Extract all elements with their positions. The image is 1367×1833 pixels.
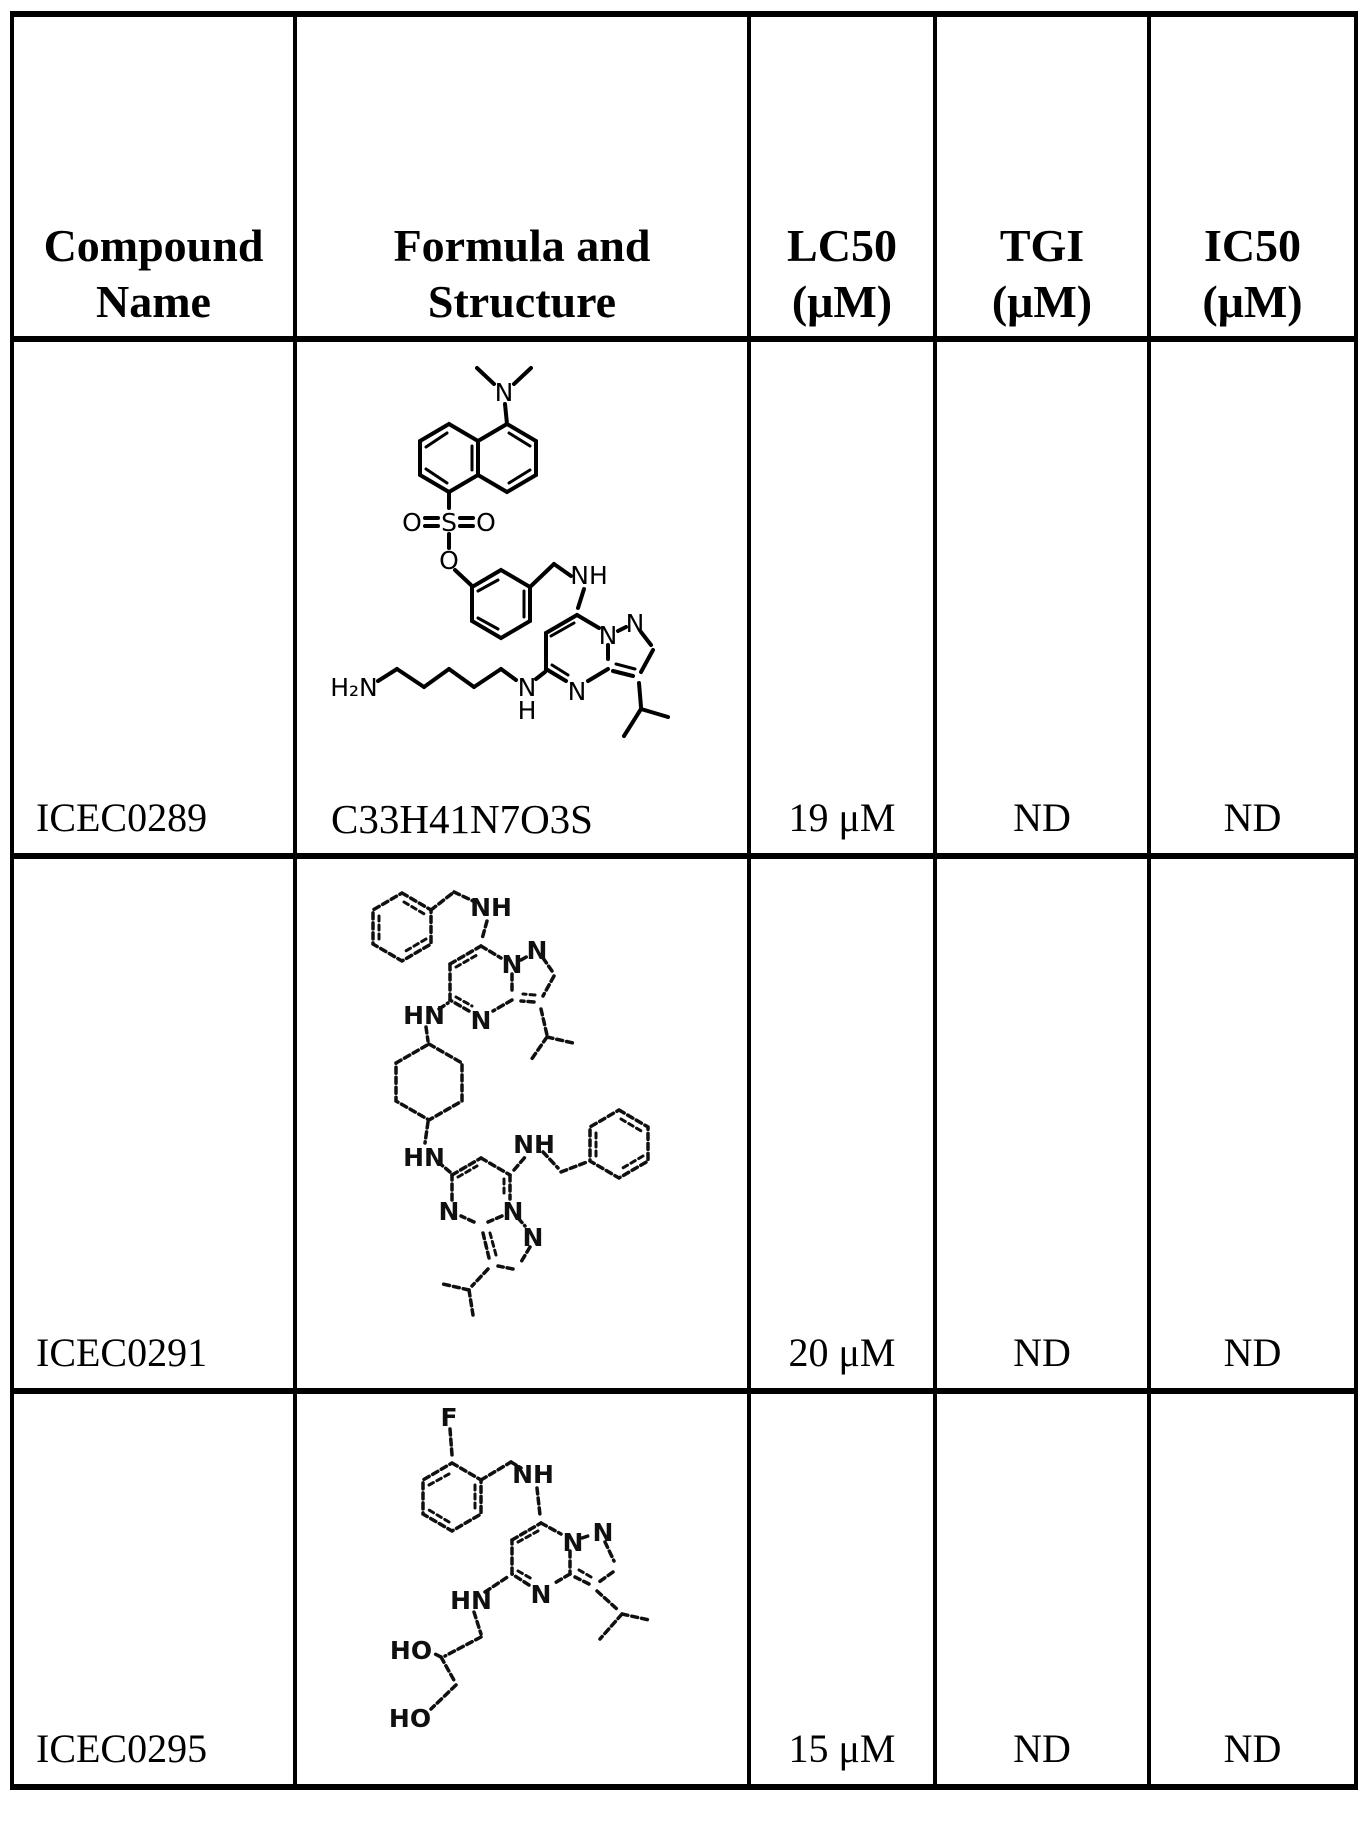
header-tgi: TGI (μM) [933,11,1151,342]
compound-activity-table: Compound Name Formula and Structure LC50… [10,11,1358,1790]
lc50-value: 20 μM [747,853,937,1394]
chemical-structure-icec0295: F NH N N N HN HO HO [389,1403,651,1733]
atom-label: F [440,1403,457,1432]
atom-label: N [439,1197,460,1226]
structure-cell: F NH N N N HN HO HO [293,1388,751,1790]
atom-label: N [471,1006,492,1035]
header-ic50: IC50 (μM) [1147,11,1358,342]
atom-label: NH [512,1460,554,1489]
atom-label: N [495,378,514,407]
header-line: Name [96,275,211,327]
ic50-value: ND [1147,1388,1358,1790]
header-compound-name: Compound Name [10,11,297,342]
lc50-value: 19 μM [747,336,937,859]
header-lc50: LC50 (μM) [747,11,937,342]
atom-label: N [503,1197,524,1226]
atom-label: N [563,1528,584,1557]
atom-label: HO [389,1704,431,1733]
atom-label: N [518,673,537,702]
atom-label: NH [513,1130,555,1159]
header-line: TGI [999,219,1085,271]
atom-label: N [502,950,523,979]
atom-labels: NH N N N HN HN N N N NH [403,893,555,1252]
header-row: Compound Name Formula and Structure LC50… [10,11,1358,342]
table-row: ICEC0295 [10,1388,1358,1790]
atom-label: HN [450,1586,492,1615]
header-line: IC50 [1203,219,1302,271]
compound-name: ICEC0289 [10,336,297,859]
atom-label: S [441,508,457,537]
header-line: (μM) [991,275,1093,327]
header-line: (μM) [791,275,893,327]
atom-label: O [439,546,459,575]
structure-cell: N S O O O NH N N N H₂N N H C33H41N7O3S [293,336,751,859]
atom-label: HN [403,1143,445,1172]
compound-name: ICEC0295 [10,1388,297,1790]
atom-label: N [568,677,587,706]
chemical-structure-icec0289: N S O O O NH N N N H₂N N H [330,366,670,738]
atom-label: N [626,609,645,638]
atom-label: N [531,1580,552,1609]
tgi-value: ND [933,1388,1151,1790]
lc50-value: 15 μM [747,1388,937,1790]
chemical-formula: C33H41N7O3S [331,796,593,842]
atom-label: N [599,621,618,650]
table-row: ICEC0291 [10,853,1358,1394]
tgi-value: ND [933,853,1151,1394]
atom-label: HN [403,1001,445,1030]
atom-label: H [518,696,537,725]
chemical-structure-icec0291: NH N N N HN HN N N N NH [371,890,650,1317]
atom-label: HO [390,1636,432,1665]
ic50-value: ND [1147,853,1358,1394]
header-line: Compound [43,219,264,271]
atom-labels: F NH N N N HN HO HO [389,1403,614,1733]
compound-name: ICEC0291 [10,853,297,1394]
atom-label: NH [470,893,512,922]
atom-label: O [402,508,422,537]
bond-lines [371,890,650,1317]
ic50-value: ND [1147,336,1358,859]
header-line: (μM) [1202,275,1303,327]
header-line: Structure [427,275,617,327]
header-line: Formula and [393,219,651,271]
atom-label: O [476,508,496,537]
structure-cell: NH N N N HN HN N N N NH [293,853,751,1394]
atom-label: H₂N [330,673,378,702]
bond-lines [376,366,670,738]
atom-labels: N S O O O NH N N N H₂N N H [330,378,644,725]
tgi-value: ND [933,336,1151,859]
atom-label: N [527,936,548,965]
header-line: LC50 [787,219,897,271]
atom-label: N [593,1518,614,1547]
bond-lines [421,1427,651,1711]
table-row: ICEC0289 [10,336,1358,859]
header-formula-structure: Formula and Structure [293,11,751,342]
atom-label: N [523,1223,544,1252]
atom-label: NH [570,561,608,590]
